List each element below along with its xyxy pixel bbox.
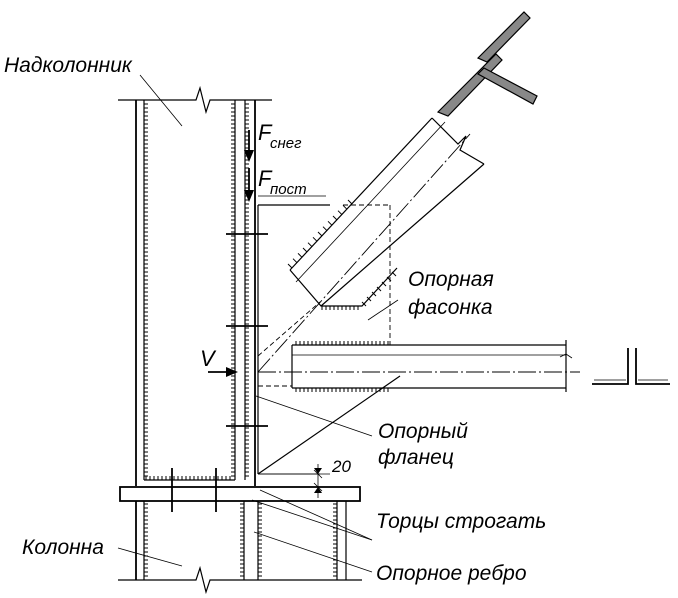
weld-hatch-right-upper [231,103,249,477]
weld-hatch-lower-column [144,503,337,577]
force-arrow-snow [244,130,254,162]
support-flange [257,204,330,474]
double-angle-tee-icon [592,348,670,385]
leader-lines [117,74,399,573]
upper-column [118,85,272,486]
inclined-brace [257,117,485,373]
label-column: Колонна [22,536,104,559]
weld-hatch-bottom [145,476,231,480]
force-arrow-v [208,367,238,377]
label-flange-line1: Опорный [378,420,468,443]
svg-text:F: F [258,166,273,191]
label-force-permanent: F пост [258,166,307,198]
label-gusset-line1: Опорная [408,268,494,291]
dimension-20 [258,464,330,498]
weld-hatch-brace [287,199,397,310]
weld-hatch-chord [295,341,389,392]
label-force-v: V [200,346,217,371]
label-upper-column: Надколонник [4,54,133,77]
label-plane-ends: Торцы строгать [376,510,546,533]
label-flange-line2: фланец [378,446,454,469]
base-plate [119,486,361,502]
lower-column [118,501,362,595]
svg-text:F: F [258,120,273,145]
flange-bolts [171,233,268,512]
double-angle-profile-icon [436,11,538,117]
label-gusset-line2: фасонка [408,296,493,319]
svg-text:пост: пост [270,181,307,198]
label-force-snow: F снег [258,120,302,152]
horizontal-chord [258,340,580,392]
label-dimension: 20 [331,457,351,476]
force-arrow-permanent [244,168,254,202]
label-support-rib: Опорное ребро [376,562,527,585]
weld-hatch-left-upper [144,103,148,477]
svg-text:снег: снег [270,135,302,152]
